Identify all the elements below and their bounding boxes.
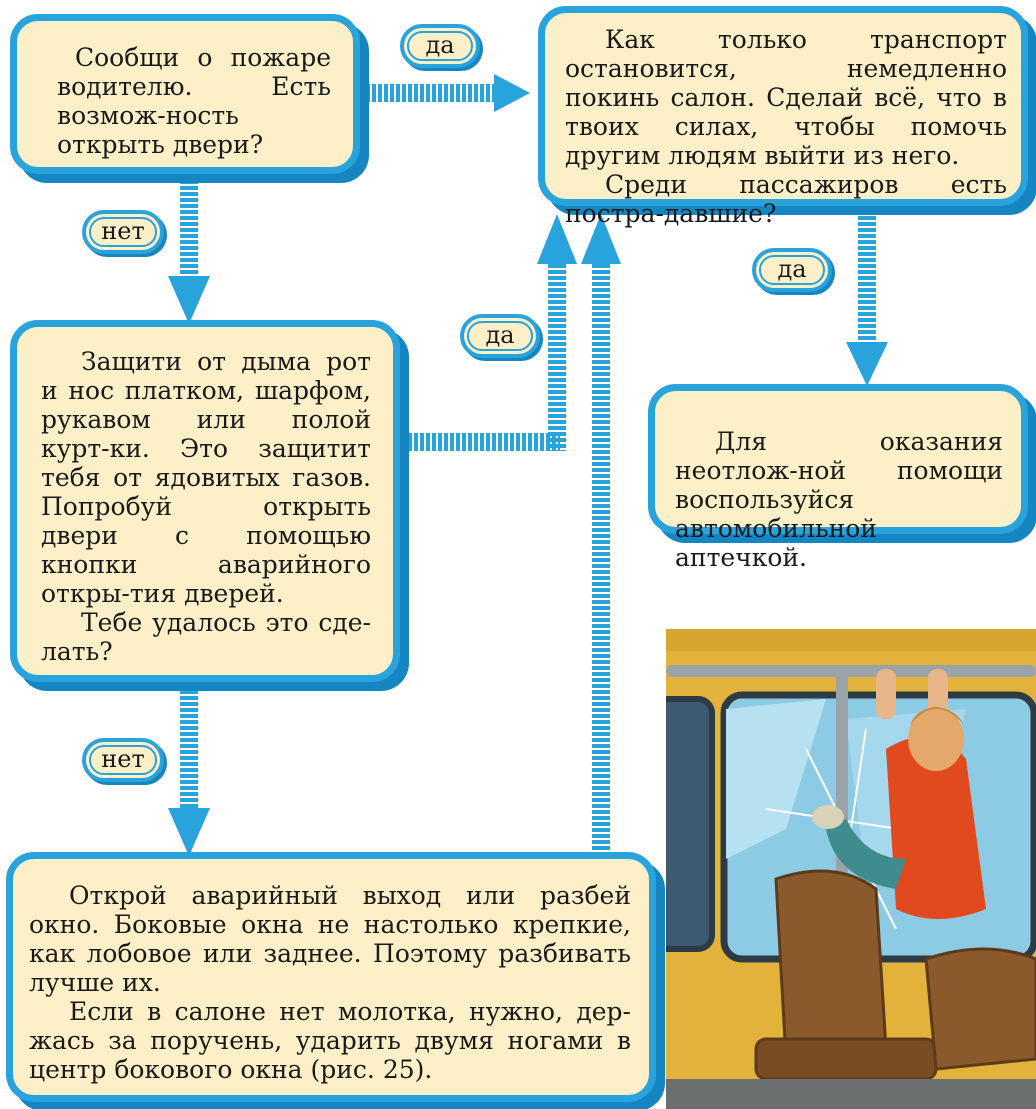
connector-exit-vertical <box>592 262 610 858</box>
left-window <box>666 696 715 952</box>
connector-report-to-leave <box>368 84 496 102</box>
label-yes: да <box>400 24 480 68</box>
node-emergency-exit: Открой аварийный выход или разбей окно. … <box>6 852 656 1102</box>
node-protect-smoke: Защити от дыма рот и нос платком, шарфом… <box>10 320 400 682</box>
label-no: нет <box>82 210 164 254</box>
connector-protect-to-exit <box>180 682 198 810</box>
node-text: Защити от дыма рот и нос платком, шарфом… <box>41 347 371 608</box>
seat-right <box>924 947 1036 1071</box>
node-leave-cabin: Как только транспорт остановится, немедл… <box>538 6 1028 228</box>
bus-interior-illustration <box>666 629 1036 1109</box>
label-no: нет <box>82 738 164 782</box>
seat-front <box>774 869 888 1061</box>
connector-protect-vertical <box>548 262 566 451</box>
node-text: Тебе удалось это сде-лать? <box>41 608 371 666</box>
handrail <box>666 665 1036 677</box>
boy-figure <box>812 669 986 919</box>
node-text: Если в салоне нет молотка, нужно, дер-жа… <box>29 997 631 1084</box>
arrow-head-up <box>581 214 621 264</box>
label-yes: да <box>752 248 832 292</box>
node-text: Сообщи о пожаре водителю. Есть возмож-но… <box>57 43 331 159</box>
arrow-head-down <box>168 808 210 856</box>
label-yes: да <box>460 314 540 358</box>
illustration-bus-window <box>666 629 1036 1109</box>
connector-leave-to-aid <box>858 208 876 346</box>
connector-report-to-protect <box>180 160 198 278</box>
arrow-head-down <box>168 276 210 324</box>
arrow-head-up <box>537 214 577 264</box>
node-text: Как только транспорт остановится, немедл… <box>565 25 1007 170</box>
connector-protect-horizontal <box>404 433 560 451</box>
node-text: Открой аварийный выход или разбей окно. … <box>29 881 631 997</box>
node-text: Для оказания неотлож-ной помощи воспольз… <box>675 427 1003 572</box>
node-text: Среди пассажиров есть постра-давшие? <box>565 170 1007 228</box>
node-first-aid: Для оказания неотлож-ной помощи воспольз… <box>648 384 1028 572</box>
arrow-head-right <box>494 74 530 112</box>
arrow-head-down <box>846 342 888 386</box>
node-report-fire: Сообщи о пожаре водителю. Есть возмож-но… <box>10 14 360 174</box>
